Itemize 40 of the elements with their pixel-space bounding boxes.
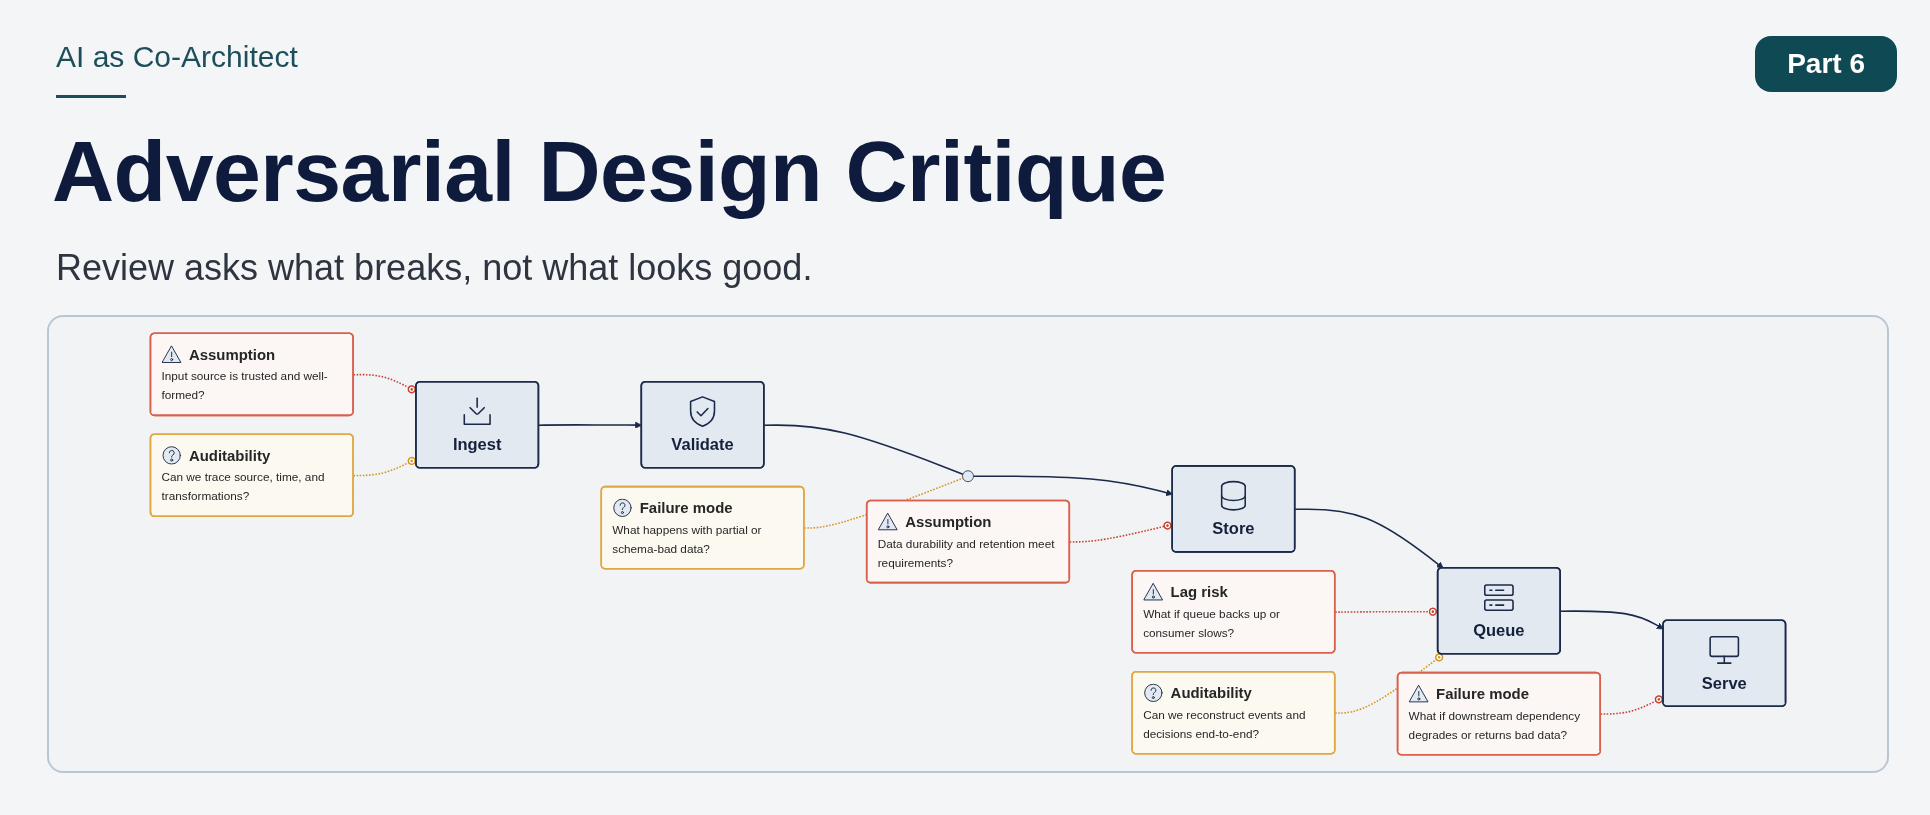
question-callout — [149, 433, 354, 518]
process-box — [1171, 465, 1296, 553]
question-callout — [600, 485, 805, 570]
section-label: AI as Co-Architect — [56, 40, 298, 74]
process-box — [1662, 619, 1787, 707]
process-label: Ingest — [452, 435, 502, 454]
callout-text: What if downstream dependency degrades or returns bad data? — [1408, 708, 1582, 741]
warning-callout — [1131, 569, 1336, 654]
arrow — [972, 475, 1173, 497]
question-callout — [1131, 670, 1336, 755]
arrow — [538, 421, 642, 429]
part-tag: Part 6 — [1755, 36, 1897, 92]
process-label: Queue — [1473, 621, 1525, 640]
callout-heading: Failure mode — [1436, 686, 1529, 703]
warning-callout — [149, 332, 354, 417]
callout-heading: Failure mode — [639, 499, 733, 517]
arrow — [1294, 508, 1444, 569]
process-box — [640, 381, 765, 469]
warning-callout — [1396, 671, 1601, 756]
callout-heading: Auditability — [1170, 685, 1252, 702]
callout-text: What if queue backs up or consumer slows? — [1143, 606, 1281, 639]
warning-callout — [865, 499, 1071, 584]
callout-text: What happens with partial or schema-bad data? — [612, 522, 763, 555]
connector-line — [763, 424, 964, 475]
process-label: Validate — [671, 435, 734, 454]
callout-heading: Auditability — [188, 447, 271, 465]
callout-heading: Assumption — [905, 513, 992, 531]
process-box — [415, 381, 540, 469]
callout-text: Can we trace source, time, and transformations? — [161, 469, 326, 503]
process-box — [1436, 567, 1561, 655]
callout-heading: Lag risk — [1170, 584, 1228, 601]
subtitle: Review asks what breaks, not what looks good. — [56, 247, 813, 289]
callout-text: Data durability and retention meet requirements? — [877, 536, 1056, 569]
process-label: Serve — [1701, 673, 1747, 692]
page-title: Adversarial Design Critique — [52, 122, 1167, 221]
marker-dot — [962, 470, 974, 483]
callout-text: Input source is trusted and well-formed? — [161, 369, 328, 402]
callout-heading: Assumption — [188, 346, 276, 364]
callout-text: Can we reconstruct events and decisions end-to-end? — [1143, 707, 1307, 740]
process-label: Store — [1212, 519, 1255, 538]
